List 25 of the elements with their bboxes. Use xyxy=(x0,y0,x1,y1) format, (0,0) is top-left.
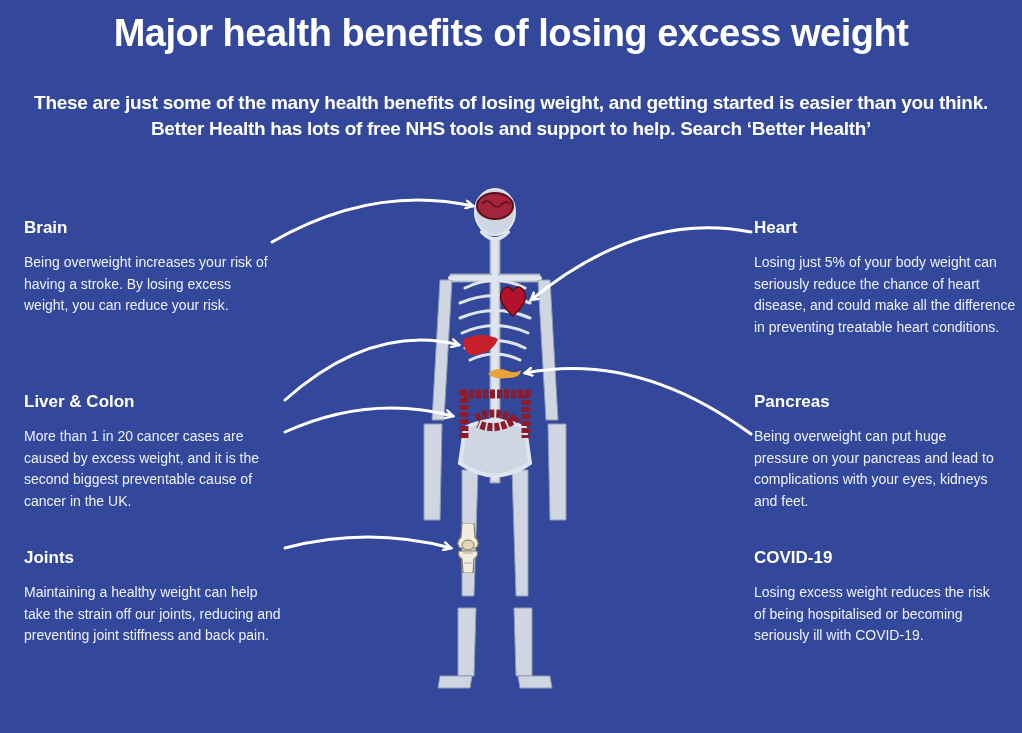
body-text: More than 1 in 20 cancer cases are caused by excess weight, and it is the second biggest preventable cause of cancer in the UK. xyxy=(24,427,261,512)
knee-joint-drawing xyxy=(454,523,482,573)
section-heading: Heart xyxy=(754,218,799,238)
section-heading: COVID-19 xyxy=(754,548,834,568)
pancreas-drawing xyxy=(486,366,522,380)
section-heading: Brain xyxy=(24,218,69,238)
brain-drawing xyxy=(476,192,514,220)
body-text: Losing excess weight reduces the risk of being hospitalised or becoming seriously ill with COVID-19. xyxy=(754,583,991,646)
arrow xyxy=(270,198,475,244)
body-text: Being overweight can put huge pressure on your pancreas and lead to complications with your eyes, kidneys and feet. xyxy=(754,427,995,512)
subtitle: These are just some of the many health benefits of losing weight, and getting started is easier than you think. Better Health has lots of free NHS tools and support to help. Search ‘Better Health’ xyxy=(33,91,989,141)
arrow xyxy=(283,535,453,552)
body-text: Being overweight increases your risk of having a stroke. By losing excess weight, you can reduce your risk. xyxy=(24,253,269,316)
arrow xyxy=(523,366,753,436)
section-heading: Pancreas xyxy=(754,392,831,412)
arrow xyxy=(283,406,455,434)
section-heading: Joints xyxy=(24,548,76,568)
arrow xyxy=(529,226,753,302)
section-heading: Liver & Colon xyxy=(24,392,136,412)
arrow xyxy=(283,338,461,402)
body-text: Maintaining a healthy weight can help take the strain off our joints, reducing and preventing joint stiffness and back pain. xyxy=(24,583,282,646)
heart-drawing xyxy=(498,283,528,317)
liver-drawing xyxy=(462,333,500,357)
title: Major health benefits of losing excess weight xyxy=(112,12,910,55)
body-text: Losing just 5% of your body weight can seriously reduce the chance of heart disease, and could make all the difference in preventing treatable heart conditions. xyxy=(754,253,1016,338)
